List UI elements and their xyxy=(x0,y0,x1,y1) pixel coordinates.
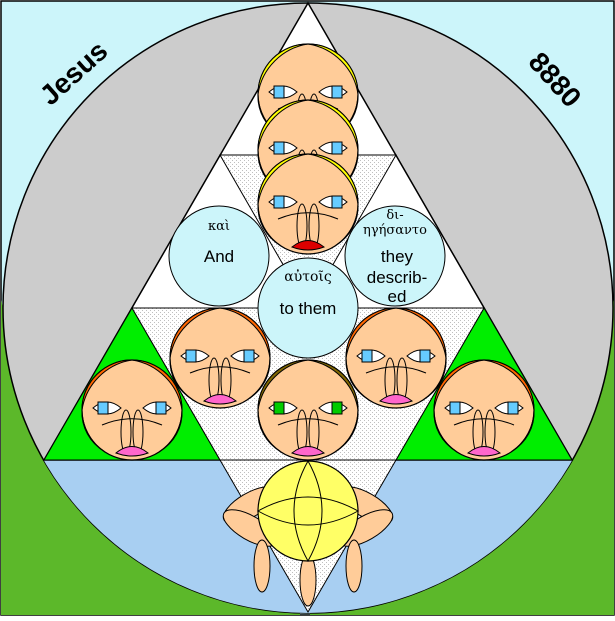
bubble-and-english: And xyxy=(204,247,234,266)
bubble-to-them: αὐτοῖς to them xyxy=(257,257,359,359)
face-mid-left xyxy=(169,307,271,409)
face-green-left xyxy=(81,359,183,461)
bubble-described-english-2: describ- xyxy=(367,268,427,287)
bubble-and-greek: καὶ xyxy=(208,219,230,234)
face-green-right xyxy=(433,359,535,461)
bubble-and: καὶ And xyxy=(168,205,270,307)
sun-figure xyxy=(222,459,394,607)
sun-disc xyxy=(257,460,359,562)
face-mid-right xyxy=(345,307,447,409)
face-top-3 xyxy=(257,153,359,255)
bubble-to-them-english: to them xyxy=(280,299,337,318)
bubble-to-them-greek: αὐτοῖς xyxy=(284,268,332,285)
bubble-described: δι- ηγήσαντο they describ- ed xyxy=(344,205,446,307)
bubble-described-greek-2: ηγήσαντο xyxy=(363,223,427,238)
bubble-described-english-3: ed xyxy=(388,287,407,306)
bubble-described-greek-1: δι- xyxy=(386,208,403,223)
face-center xyxy=(257,359,359,461)
faces-layer xyxy=(81,43,535,461)
bubble-described-english-1: they xyxy=(381,247,414,266)
